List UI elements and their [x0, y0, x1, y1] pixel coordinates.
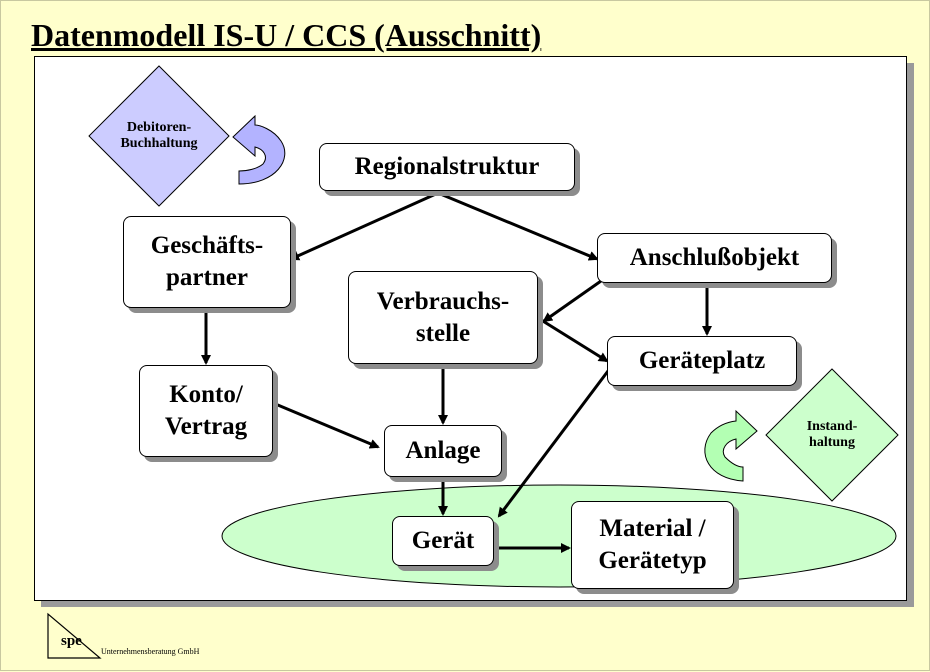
- arrow-konto-to-anlage: [272, 401, 380, 449]
- node-geraet: Gerät: [392, 516, 494, 566]
- debitoren-cycle-arrow-icon: [232, 114, 286, 185]
- node-geraeteplatz: Geräteplatz: [607, 336, 797, 386]
- logo-text: spe: [61, 633, 82, 649]
- node-regionalstruktur: Regionalstruktur: [319, 143, 575, 191]
- geraet-ellipse: [221, 484, 897, 588]
- debitoren-label: Debitoren- Buchhaltung: [120, 120, 198, 151]
- node-anschlussobjekt: Anschlußobjekt: [597, 233, 832, 283]
- arrow-region-to-geschaeftspartner: [289, 191, 439, 261]
- arrow-verbrauchsstelle-to-geraeteplatz: [537, 316, 609, 363]
- arrow-geraeteplatz-to-geraet: [497, 366, 613, 518]
- arrow-region-to-anschlussobjekt: [437, 191, 599, 261]
- node-verbrauchsstelle: Verbrauchs- stelle: [348, 271, 538, 364]
- company-name: Unternehmensberatung GmbH: [101, 647, 200, 656]
- debitoren-diamond: [88, 65, 230, 207]
- node-geschaeftspartner: Geschäfts- partner: [123, 216, 291, 308]
- instandhaltung-label: Instand- haltung: [806, 419, 858, 450]
- spe-logo-icon: [47, 612, 102, 659]
- arrow-anschlussobjekt-to-verbrauchsstelle: [542, 279, 602, 323]
- slide-title: Datenmodell IS-U / CCS (Ausschnitt): [31, 17, 542, 53]
- instandhaltung-cycle-arrow-icon: [704, 409, 758, 482]
- instandhaltung-diamond: [765, 368, 899, 502]
- node-material-geraetetyp: Material / Gerätetyp: [571, 501, 734, 589]
- node-konto-vertrag: Konto/ Vertrag: [139, 365, 273, 457]
- node-anlage: Anlage: [384, 425, 502, 477]
